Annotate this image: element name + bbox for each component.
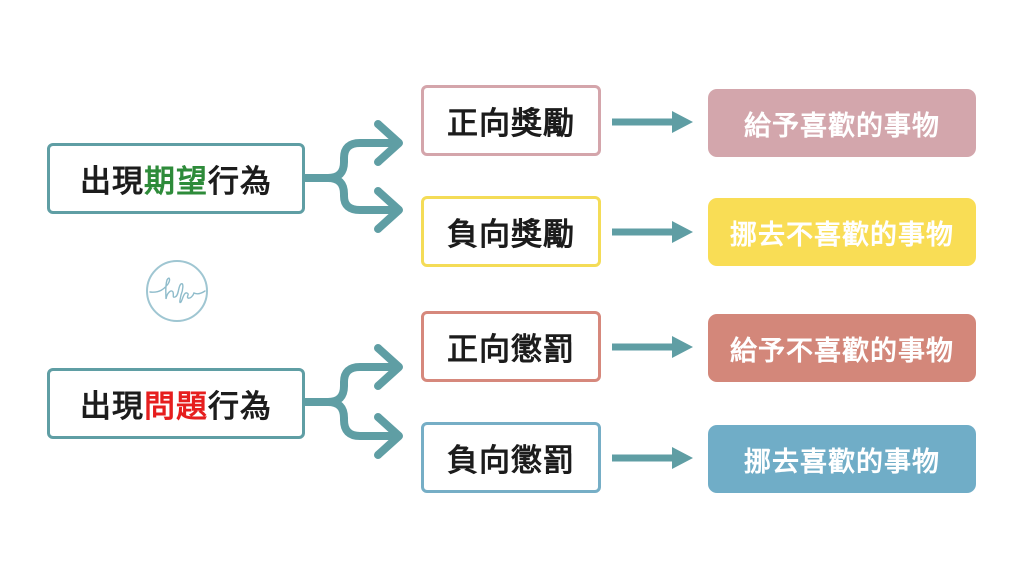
straight-arrow-2	[612, 221, 693, 243]
negative-punishment-label: 負向懲罰	[447, 443, 575, 479]
straight-arrow-3	[612, 336, 693, 358]
problem-prefix: 出現	[80, 389, 144, 425]
hfs-signature-logo-icon	[146, 260, 208, 322]
give-disliked-text: 給予不喜歡的事物	[730, 335, 954, 367]
problem-highlight: 問題	[144, 389, 208, 425]
fork-arrow-problem	[302, 344, 403, 459]
remove-liked-text: 挪去喜歡的事物	[744, 446, 940, 478]
remove-disliked-box: 挪去不喜歡的事物	[708, 198, 976, 266]
negative-reward-label: 負向獎勵	[447, 217, 575, 253]
give-liked-box: 給予喜歡的事物	[708, 89, 976, 157]
straight-arrow-4	[612, 447, 693, 469]
positive-reward-box: 正向獎勵	[421, 85, 601, 156]
desired-behavior-box: 出現期望行為	[47, 143, 305, 214]
positive-reward-label: 正向獎勵	[447, 106, 575, 142]
remove-liked-box: 挪去喜歡的事物	[708, 425, 976, 493]
fork-arrow-desired	[302, 120, 403, 233]
give-liked-text: 給予喜歡的事物	[744, 110, 940, 142]
negative-punishment-box: 負向懲罰	[421, 422, 601, 493]
negative-reward-box: 負向獎勵	[421, 196, 601, 267]
problem-behavior-box: 出現問題行為	[47, 368, 305, 439]
desired-prefix: 出現	[80, 164, 144, 200]
remove-disliked-text: 挪去不喜歡的事物	[730, 219, 954, 251]
straight-arrow-1	[612, 111, 693, 133]
positive-punishment-label: 正向懲罰	[447, 332, 575, 368]
desired-highlight: 期望	[144, 164, 208, 200]
give-disliked-box: 給予不喜歡的事物	[708, 314, 976, 382]
positive-punishment-box: 正向懲罰	[421, 311, 601, 382]
problem-suffix: 行為	[208, 389, 272, 425]
desired-suffix: 行為	[208, 164, 272, 200]
